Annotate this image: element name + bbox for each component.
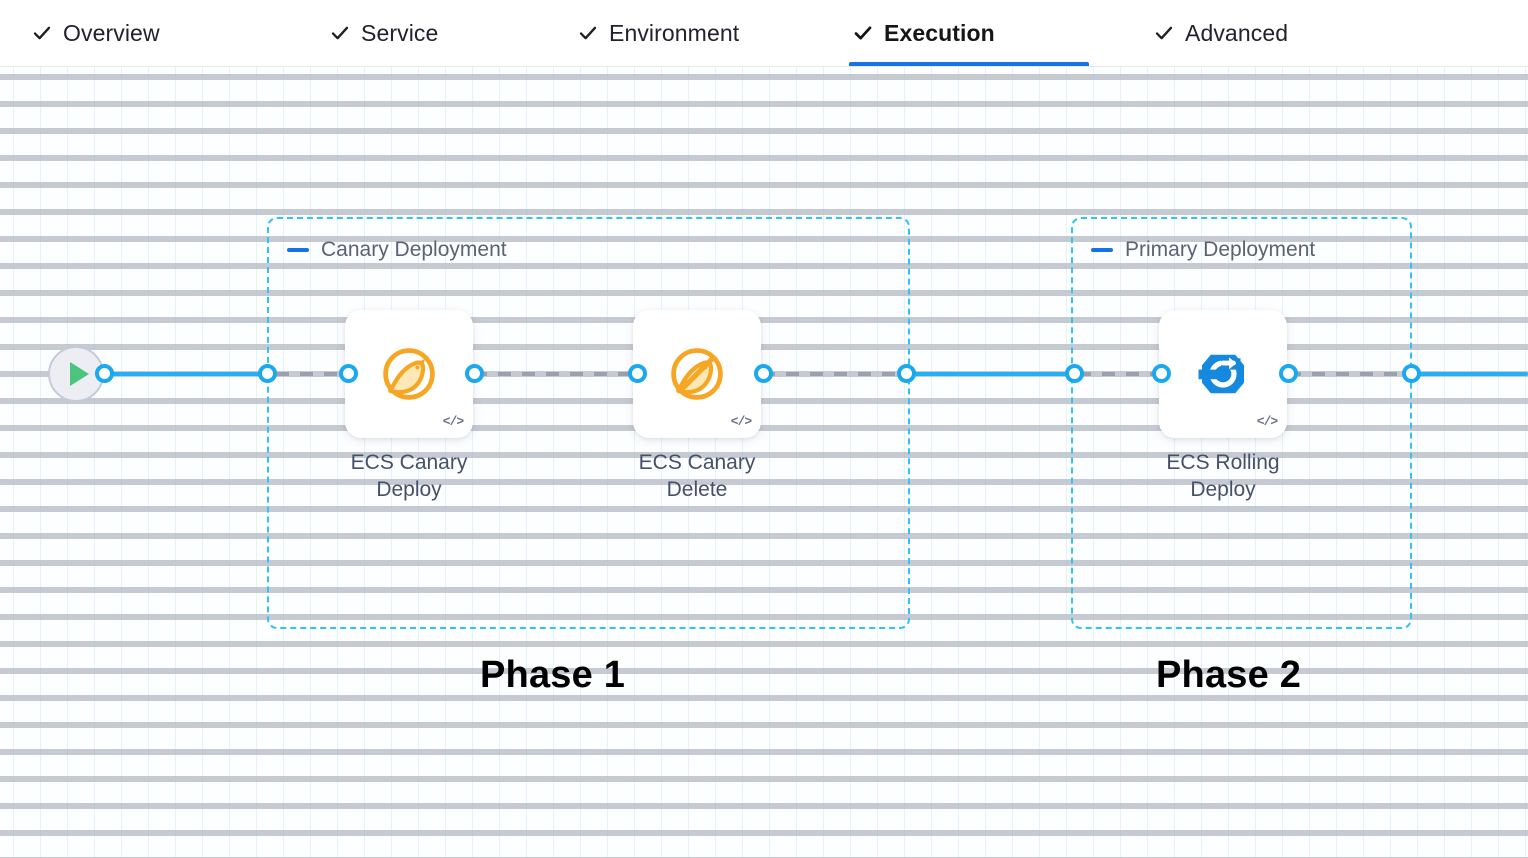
tab-label: Execution (884, 19, 995, 46)
tab-environment[interactable]: Environment (574, 0, 814, 66)
code-icon[interactable]: </> (1256, 413, 1278, 429)
port-canary-delete-in[interactable] (628, 364, 647, 383)
check-icon (32, 23, 52, 43)
port-group2-in[interactable] (1065, 364, 1084, 383)
minus-icon[interactable] (287, 247, 309, 252)
edge-dashed-1 (276, 372, 358, 376)
check-icon (578, 23, 598, 43)
port-rolling-deploy-out[interactable] (1279, 364, 1298, 383)
edge-start-to-group1 (104, 372, 276, 376)
port-canary-deploy-out[interactable] (465, 364, 484, 383)
port-start-out[interactable] (95, 364, 114, 383)
node-label-line1: ECS Canary (350, 451, 468, 474)
node-card[interactable] (345, 310, 473, 438)
code-icon[interactable]: </> (442, 413, 464, 429)
edge-dashed-3 (762, 372, 914, 376)
node-label: ECS Rolling Deploy (1117, 450, 1329, 504)
group-header-primary-deployment: Primary Deployment (1091, 239, 1315, 260)
port-group1-out[interactable] (897, 364, 916, 383)
port-group2-out[interactable] (1402, 364, 1421, 383)
annotation-phase-2: Phase 2 (1156, 654, 1302, 696)
edge-dashed-4 (1078, 372, 1170, 376)
annotation-phase-1: Phase 1 (480, 654, 626, 696)
node-label: ECS Canary Deploy (303, 450, 515, 504)
group-primary-deployment[interactable] (1071, 217, 1412, 629)
tab-service[interactable]: Service (326, 0, 498, 66)
node-ecs-canary-delete[interactable]: </> ECS Canary Delete (633, 310, 761, 501)
node-label-line1: ECS Canary (638, 451, 756, 474)
code-icon[interactable]: </> (730, 413, 752, 429)
pipeline-canvas[interactable]: Canary Deployment Primary Deployment (0, 67, 1528, 858)
group-title: Canary Deployment (321, 238, 507, 261)
node-label-line2: Deploy (1190, 477, 1256, 501)
tab-label: Service (361, 19, 439, 46)
node-label-line2: Delete (666, 477, 728, 501)
node-label-line1: ECS Rolling (1166, 451, 1280, 474)
tab-overview[interactable]: Overview (28, 0, 236, 66)
pipeline-step-tabs: Overview Service Environment Execution A (0, 0, 1528, 67)
play-icon (69, 362, 89, 386)
rolling-deploy-icon (1195, 346, 1251, 402)
node-ecs-canary-deploy[interactable]: </> ECS Canary Deploy (345, 310, 473, 501)
port-group1-in[interactable] (258, 364, 277, 383)
tab-execution[interactable]: Execution (849, 0, 1089, 66)
canary-bird-icon (379, 344, 439, 404)
edge-group1-to-group2 (906, 372, 1078, 376)
edge-dashed-5 (1288, 372, 1416, 376)
port-canary-delete-out[interactable] (754, 364, 773, 383)
edge-dashed-2 (474, 372, 646, 376)
group-header-canary-deployment: Canary Deployment (287, 239, 507, 260)
tab-label: Overview (63, 19, 160, 46)
node-label: ECS Canary Delete (591, 450, 803, 504)
check-icon (1154, 23, 1174, 43)
minus-icon[interactable] (1091, 247, 1113, 252)
node-card[interactable] (633, 310, 761, 438)
node-card[interactable] (1159, 310, 1287, 438)
group-canary-deployment[interactable] (267, 217, 910, 629)
edge-exit (1410, 372, 1528, 376)
tab-label: Environment (609, 19, 740, 46)
node-ecs-rolling-deploy[interactable]: </> ECS Rolling Deploy (1159, 310, 1287, 501)
check-icon (330, 23, 350, 43)
port-canary-deploy-in[interactable] (339, 364, 358, 383)
tab-advanced[interactable]: Advanced (1150, 0, 1362, 66)
port-rolling-deploy-in[interactable] (1152, 364, 1171, 383)
pipeline-start-node[interactable] (48, 346, 104, 402)
check-icon (853, 23, 873, 43)
canary-bird-slash-icon (667, 344, 727, 404)
group-title: Primary Deployment (1125, 238, 1316, 261)
tab-label: Advanced (1185, 19, 1289, 46)
node-label-line2: Deploy (376, 477, 442, 501)
